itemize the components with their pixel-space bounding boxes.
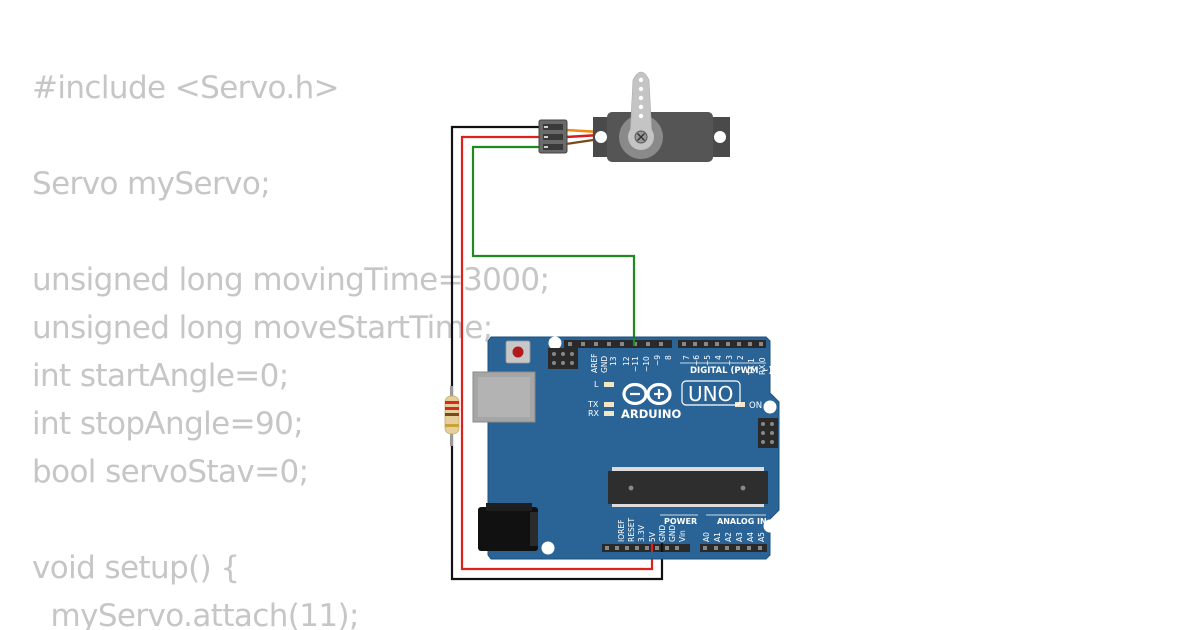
resistor[interactable] [444, 386, 460, 446]
pin-label: ~5 [703, 355, 712, 366]
pin-label: GND [668, 525, 677, 542]
code-line: #include <Servo.h> [32, 70, 340, 106]
pin-label: RESET [627, 518, 636, 542]
led-label-rx: RX [588, 409, 600, 418]
reset-button[interactable] [505, 340, 531, 364]
code-line: bool servoStav=0; [32, 454, 309, 490]
analog-header-label: ANALOG IN [717, 517, 767, 526]
pin-label: ~11 [631, 356, 640, 372]
pin-label: GND [658, 525, 667, 542]
pin-label: 12 [622, 356, 631, 366]
pin-label: A4 [746, 532, 755, 542]
wires[interactable] [450, 125, 664, 581]
power-header[interactable] [602, 544, 690, 552]
pin-label: 3.3V [637, 524, 646, 542]
wire-signal[interactable] [471, 145, 636, 344]
led-label-on: ON [749, 401, 762, 411]
code-line: int stopAngle=90; [32, 406, 304, 442]
pin-label: ~6 [692, 355, 701, 366]
pin-label: Vin [678, 530, 687, 542]
pin-label: AREF [590, 354, 599, 373]
pin-label: 4 [714, 355, 723, 360]
led-label-l: L [594, 380, 599, 389]
brand-label: ARDUINO [621, 407, 682, 421]
pin-label: A1 [713, 532, 722, 542]
pin-label: ~3 [725, 355, 734, 366]
pin-label: TX 1 [747, 358, 756, 376]
code-line: unsigned long movingTime=3000; [32, 262, 550, 298]
pin-label: GND [600, 356, 609, 373]
code-line: void setup() { [32, 550, 240, 586]
pin-label: A2 [724, 532, 733, 542]
power-header-label: POWER [664, 517, 697, 526]
code-line: int startAngle=0; [32, 358, 289, 394]
pin-label: 2 [736, 355, 745, 360]
power-jack [478, 503, 538, 551]
digital-header-right[interactable] [678, 340, 766, 348]
pin-label: 13 [609, 356, 618, 366]
code-line: Servo myServo; [32, 166, 271, 202]
arduino-logo [622, 382, 672, 406]
pin-label: ~10 [642, 356, 651, 372]
atmega-chip [608, 467, 768, 507]
pin-label: ~9 [653, 355, 662, 366]
icsp-header-usb [548, 348, 578, 369]
code-background: #include <Servo.h> Servo myServo; unsign… [32, 64, 550, 630]
arduino-uno-board[interactable]: AREF GND 13 12 ~11 ~10 ~9 8 7 ~6 ~5 4 ~3… [472, 336, 780, 560]
pin-label: A3 [735, 532, 744, 542]
pin-label: A5 [757, 532, 766, 542]
wire-gnd[interactable] [450, 125, 664, 581]
servo-motor[interactable] [538, 71, 730, 162]
pin-label: RX 0 [758, 357, 767, 375]
pin-label: 8 [664, 355, 673, 360]
pin-label: A0 [702, 532, 711, 542]
pin-label: 7 [682, 355, 691, 360]
icsp-header [758, 418, 778, 448]
status-leds: L TX RX ON [587, 380, 762, 418]
code-line: myServo.attach(11); [32, 598, 360, 630]
pin-label: IOREF [617, 520, 626, 542]
servo-connector[interactable] [538, 119, 568, 154]
analog-header[interactable] [700, 544, 767, 552]
digital-header-label: DIGITAL (PWM ~) [690, 366, 772, 376]
led-label-tx: TX [587, 400, 599, 409]
digital-header-left[interactable] [564, 340, 672, 348]
model-label: UNO [688, 382, 733, 406]
pin-label: 5V [648, 531, 657, 542]
wire-5v[interactable] [460, 135, 654, 571]
